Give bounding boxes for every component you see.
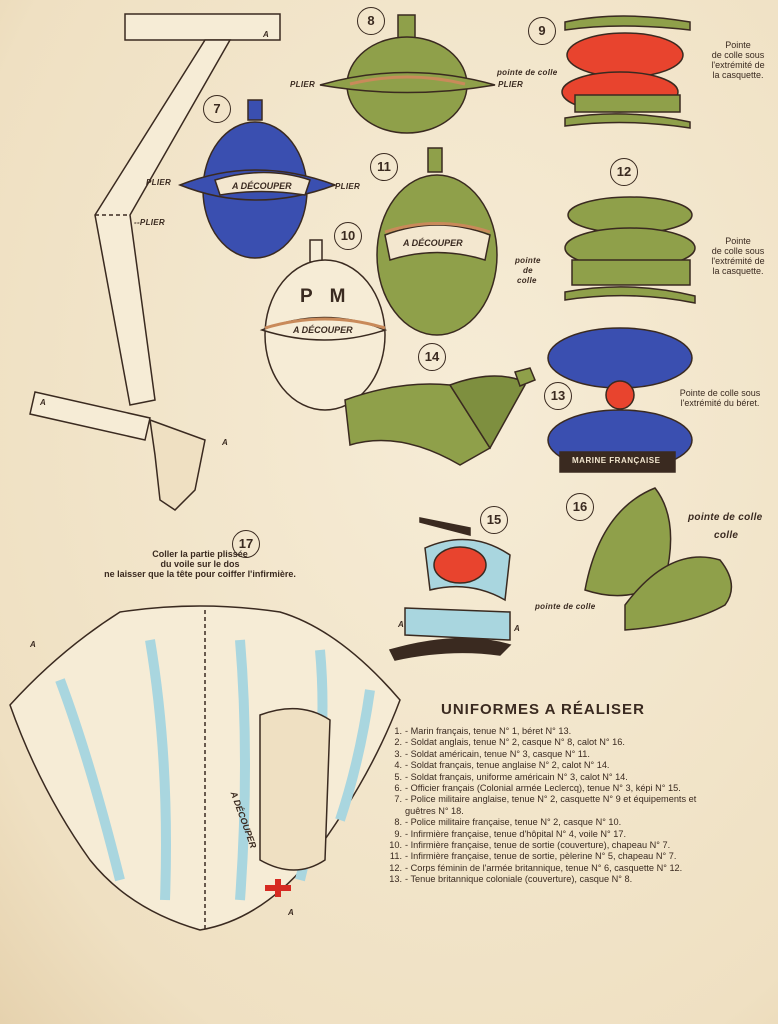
list-item: 3.- Soldat américain, tenue N° 3, casque… — [394, 748, 590, 759]
list-item: 13.- Tenue britannique coloniale (couver… — [389, 874, 633, 885]
list-item: 10.- Infirmière française, tenue de sort… — [389, 840, 671, 851]
cap-12 — [564, 196, 696, 304]
plier-label-7a: PLIER — [146, 178, 172, 187]
number-badge-9: 9 — [528, 17, 556, 45]
a-label-strap-bottom: A — [40, 398, 47, 407]
cap-14 — [344, 367, 536, 466]
marine-francaise-ribbon: MARINE FRANÇAISE — [572, 456, 661, 465]
a-label-veil-bottom: A — [288, 908, 295, 917]
list-item: 4.- Soldat français, tenue anglaise N° 2… — [394, 760, 610, 771]
list-item: 1.- Marin français, tenue N° 1, béret N°… — [394, 726, 572, 736]
a-label-kepi-right: A — [514, 624, 521, 633]
number-badge-13: 13 — [544, 382, 572, 410]
list-item: 2.- Soldat anglais, tenue N° 2, casque N… — [394, 737, 625, 748]
note-16-colle: colle — [714, 530, 739, 541]
number-badge-12: 12 — [610, 158, 638, 186]
cut-label-7: A DÉCOUPER — [232, 181, 292, 191]
note-9: Pointe de colle sous l'extrémité de la c… — [711, 40, 765, 80]
number-badge-11: 11 — [370, 153, 398, 181]
number-badge-7: 7 — [203, 95, 231, 123]
beret-13 — [547, 327, 693, 473]
list-item: 6.- Officier français (Colonial armée Le… — [394, 783, 681, 794]
cap-9 — [561, 15, 691, 129]
plier-label-8: PLIER — [290, 80, 316, 89]
note-13: Pointe de colle sous l'extrémité du bére… — [679, 388, 761, 408]
note-16-pointe: pointe de colle — [688, 512, 763, 523]
plier-label-strap: --PLIER — [134, 218, 165, 227]
pointe-de-colle-label-16: pointe de colle — [535, 602, 596, 611]
uniform-list-title: UNIFORMES A RÉALISER — [441, 701, 645, 718]
uniform-list: 1.- Marin français, tenue N° 1, béret N°… — [384, 726, 724, 886]
strap-cutout — [29, 13, 281, 511]
helmet-10 — [259, 239, 388, 411]
a-label-veil-left: A — [30, 640, 37, 649]
list-item: 11.- Infirmière française, tenue de sort… — [389, 851, 677, 862]
list-item: 7.- Police militaire anglaise, tenue N° … — [394, 794, 697, 816]
list-item: 12.- Corps féminin de l'armée britanniqu… — [389, 862, 683, 873]
list-item: 9.- Infirmière française, tenue d'hôpita… — [394, 828, 627, 839]
number-badge-10: 10 — [334, 222, 362, 250]
list-item: 5.- Soldat français, uniforme américain … — [394, 771, 628, 782]
a-label-holster: A — [222, 438, 229, 447]
pointe-label-12: pointe — [515, 256, 541, 265]
kepi-15 — [388, 517, 512, 661]
number-badge-8: 8 — [357, 7, 385, 35]
cut-label-10: A DÉCOUPER — [293, 325, 353, 335]
pm-letters: P M — [300, 286, 352, 307]
plier-label-9: PLIER — [498, 80, 524, 89]
note-17: Coller la partie plissée du voile sur le… — [104, 549, 296, 579]
number-badge-14: 14 — [418, 343, 446, 371]
plier-label-7b: PLIER — [335, 182, 361, 191]
a-label-strap-top: A — [263, 30, 270, 39]
number-badge-15: 15 — [480, 506, 508, 534]
hat-7 — [177, 99, 338, 259]
colle-label-12: colle — [517, 276, 537, 285]
de-label-12: de — [523, 266, 533, 275]
helmet-8 — [319, 14, 496, 134]
note-12: Pointe de colle sous l'extrémité de la c… — [711, 236, 765, 276]
pointe-de-colle-label-9: pointe de colle — [497, 68, 558, 77]
cap-16 — [584, 487, 733, 631]
a-label-kepi-left: A — [398, 620, 405, 629]
cut-label-11: A DÉCOUPER — [403, 238, 463, 248]
number-badge-16: 16 — [566, 493, 594, 521]
veil-17 — [9, 605, 401, 931]
number-badge-17: 17 — [232, 530, 260, 558]
helmet-11 — [376, 147, 498, 336]
list-item: 8.- Police militaire française, tenue N°… — [394, 817, 622, 828]
